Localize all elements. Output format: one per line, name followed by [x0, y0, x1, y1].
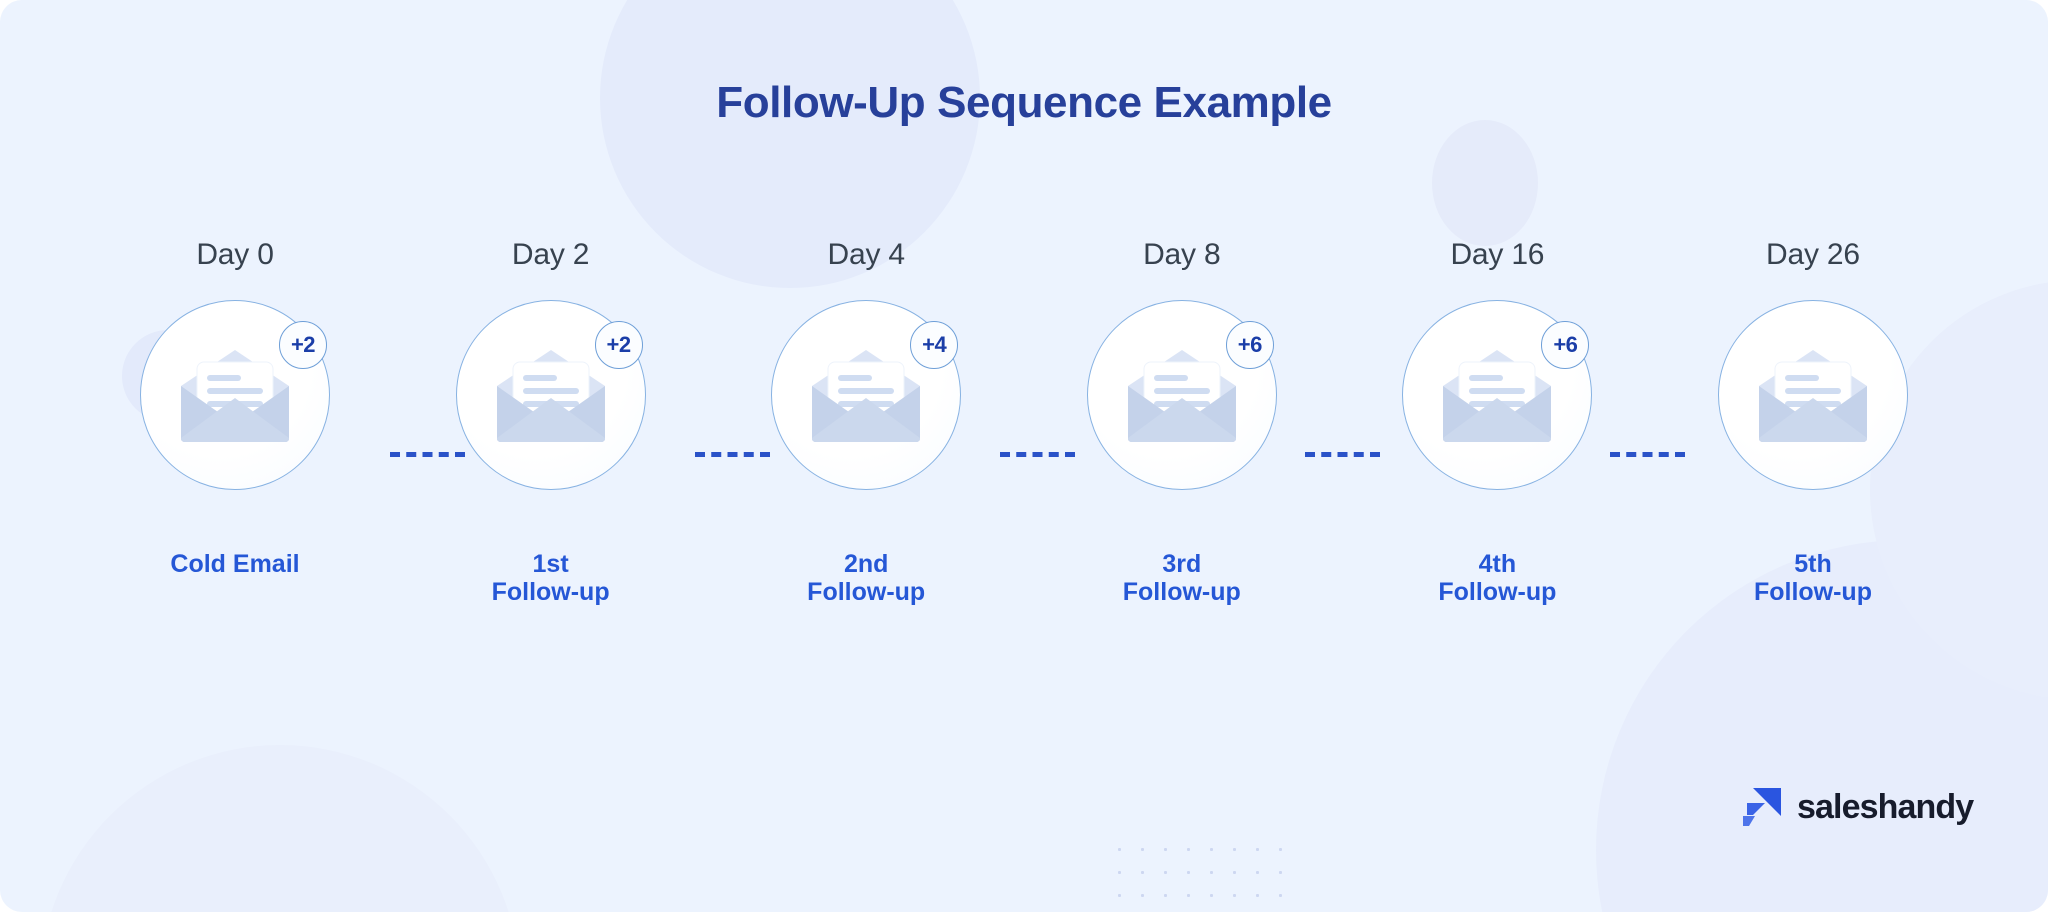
dashed-connector-3 [1000, 452, 1075, 457]
step-circle-3[interactable]: +6 [1086, 300, 1277, 490]
dashed-connector-2 [695, 452, 770, 457]
timeline-step-3[interactable]: Day 8 +6 3rd Follow-up [1057, 238, 1307, 606]
step-label-0: Cold Email [170, 550, 300, 578]
step-circle-0[interactable]: +2 [140, 300, 330, 490]
dashed-connector-4 [1305, 452, 1380, 457]
timeline-step-4[interactable]: Day 16 +6 4th Follow-up [1372, 238, 1622, 606]
count-badge-0: +2 [279, 321, 327, 369]
timeline-step-1[interactable]: Day 2 +2 1st Follow-up [426, 238, 676, 606]
saleshandy-logo[interactable]: saleshandy [1740, 786, 1974, 828]
envelope-with-letter-icon [1443, 350, 1552, 442]
day-label-4: Day 16 [1450, 238, 1545, 271]
step-label-1: 1st Follow-up [491, 550, 610, 606]
step-label-2: 2nd Follow-up [807, 550, 926, 606]
count-badge-1: +2 [594, 321, 643, 369]
envelope-with-letter-icon [181, 350, 289, 442]
step-circle-5[interactable] [1717, 300, 1908, 490]
step-label-3: 3rd Follow-up [1122, 550, 1241, 606]
count-badge-3: +6 [1225, 321, 1274, 369]
day-label-0: Day 0 [196, 238, 274, 271]
timeline: Day 0 +2 Cold Email Day 2 [110, 238, 1938, 606]
step-label-5: 5th Follow-up [1753, 550, 1872, 606]
day-label-5: Day 26 [1766, 238, 1860, 271]
step-circle-1[interactable]: +2 [455, 300, 646, 490]
saleshandy-wordmark: saleshandy [1797, 787, 1974, 826]
count-badge-4: +6 [1541, 321, 1590, 369]
decorative-circle-top-right [1432, 120, 1538, 246]
decorative-circle-bottom-left [40, 745, 520, 912]
timeline-step-2[interactable]: Day 4 +4 2nd Follow-up [741, 238, 991, 606]
dashed-connector-5 [1610, 452, 1685, 457]
envelope-with-letter-icon [496, 350, 605, 442]
envelope-with-letter-icon [812, 350, 921, 442]
step-label-4: 4th Follow-up [1438, 550, 1557, 606]
timeline-step-5[interactable]: Day 26 5th Follow-up [1688, 238, 1938, 606]
saleshandy-arrow-mark [1743, 788, 1781, 826]
dot-grid-pattern [1106, 836, 1292, 912]
day-label-3: Day 8 [1143, 238, 1221, 271]
timeline-step-0[interactable]: Day 0 +2 Cold Email [110, 238, 360, 578]
dashed-connector-1 [390, 452, 465, 457]
count-badge-2: +4 [910, 321, 959, 369]
page-title: Follow-Up Sequence Example [716, 78, 1332, 127]
day-label-2: Day 4 [827, 238, 906, 271]
envelope-with-letter-icon [1758, 350, 1867, 442]
day-label-1: Day 2 [511, 238, 590, 271]
step-circle-4[interactable]: +6 [1402, 300, 1593, 490]
step-circle-2[interactable]: +4 [771, 300, 962, 490]
envelope-with-letter-icon [1127, 350, 1236, 442]
